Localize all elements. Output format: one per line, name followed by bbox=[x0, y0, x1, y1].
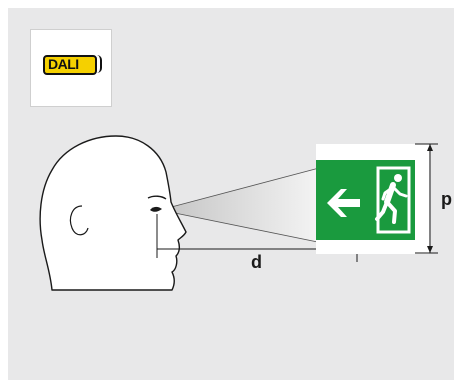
exit-sign bbox=[316, 144, 429, 254]
head-profile bbox=[40, 136, 186, 290]
distance-label: d bbox=[251, 252, 262, 273]
height-label: p bbox=[441, 189, 452, 210]
